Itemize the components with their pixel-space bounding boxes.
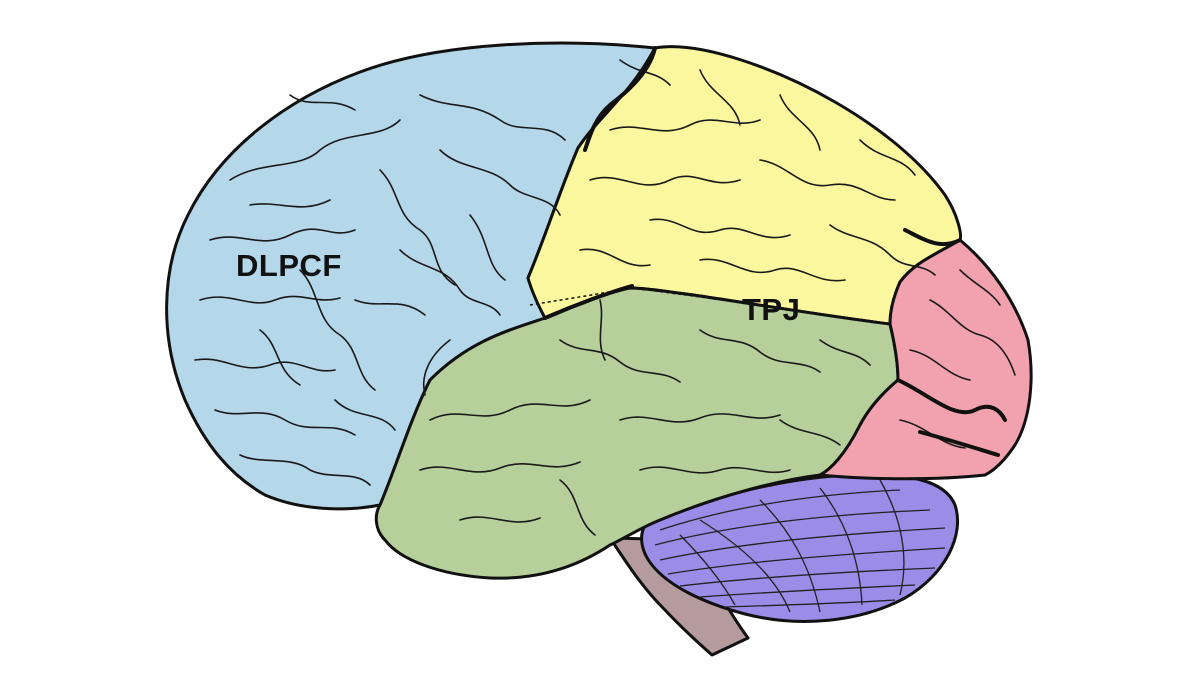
lateral-sulcus (543, 284, 634, 320)
transverse-occipital-sulcus (918, 430, 1000, 457)
cerebellum-region (640, 472, 960, 623)
occipital-lobe-region (818, 238, 1033, 481)
brain-gyri-lines (194, 59, 1016, 536)
central-sulcus (583, 46, 657, 152)
parieto-occipital-sulcus (903, 228, 962, 247)
tpj-dotted-boundary (529, 287, 891, 325)
occipital-notch (896, 378, 1007, 422)
label-tpj: TPJ (742, 292, 800, 327)
label-dlpcf: DLPCF (236, 248, 342, 283)
cerebellum-folia (654, 479, 946, 613)
